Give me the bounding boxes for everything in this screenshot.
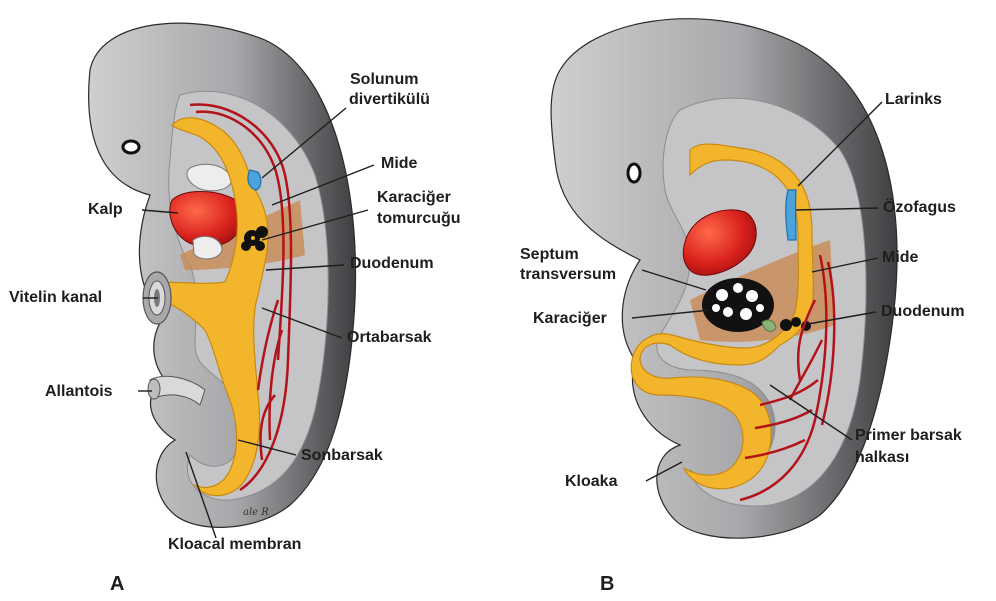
- label-cloacal-membrane: Kloacal membran: [168, 536, 301, 553]
- eye-b: [628, 164, 640, 182]
- panel-letter-a: A: [110, 573, 124, 595]
- label-duodenum-a: Duodenum: [350, 255, 434, 272]
- esophagus-tube-b: [786, 190, 796, 240]
- label-primary-loop-2: halkası: [855, 449, 909, 466]
- illustrator-signature-a: ale R: [243, 507, 269, 518]
- label-heart: Kalp: [88, 201, 123, 218]
- label-larynx: Larinks: [885, 91, 942, 108]
- label-respiratory-diverticulum-2: divertikülü: [349, 91, 430, 108]
- label-vitelline-duct: Vitelin kanal: [9, 289, 102, 306]
- label-duodenum-b: Duodenum: [881, 303, 965, 320]
- label-liver-bud-2: tomurcuğu: [377, 210, 461, 227]
- label-midgut: Ortabarsak: [347, 329, 432, 346]
- label-liver-bud-1: Karaciğer: [377, 189, 451, 206]
- label-respiratory-diverticulum-1: Solunum: [350, 71, 418, 88]
- label-hindgut: Sonbarsak: [301, 447, 383, 464]
- label-liver-b: Karaciğer: [533, 310, 607, 327]
- label-stomach-b: Mide: [882, 249, 919, 266]
- label-stomach-a: Mide: [381, 155, 418, 172]
- label-esophagus: Özofagus: [883, 197, 956, 216]
- eye-a: [123, 141, 139, 153]
- panel-letter-b: B: [600, 573, 614, 595]
- label-septum-transversum-2: transversum: [520, 266, 616, 283]
- label-septum-transversum-1: Septum: [520, 246, 579, 263]
- label-allantois: Allantois: [45, 383, 113, 400]
- label-primary-loop-1: Primer barsak: [855, 427, 962, 444]
- label-cloaca: Kloaka: [565, 473, 618, 490]
